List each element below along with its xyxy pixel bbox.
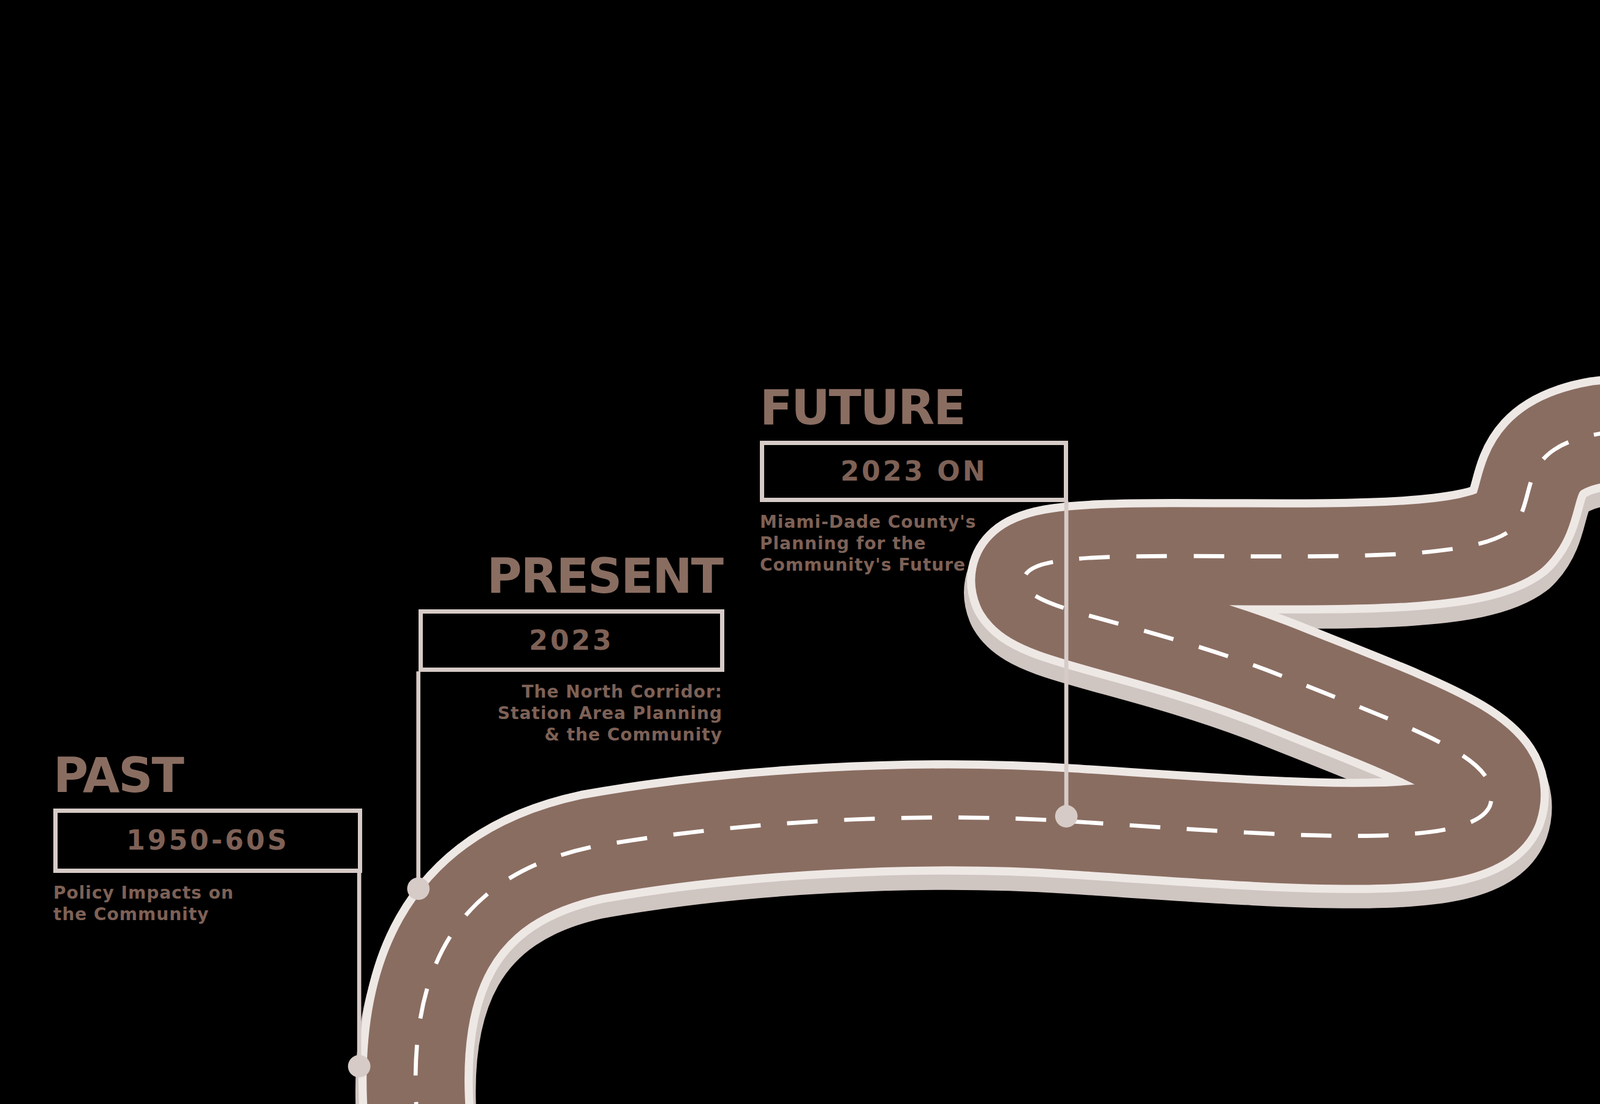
description-text: Miami-Dade County's Planning for the Com…: [759, 511, 993, 576]
road-surface: [415, 426, 1600, 1104]
milestone-box: PAST1950-60SPolicy Impacts on the Commun…: [53, 808, 363, 873]
year-text: 1950-60S: [113, 824, 302, 857]
heading-text: FUTURE: [759, 383, 966, 432]
leader-line: [357, 872, 362, 1061]
leader-line: [1064, 500, 1069, 811]
leader-line: [416, 671, 421, 884]
milestone-box: FUTURE2023 ONMiami-Dade County's Plannin…: [759, 440, 1069, 502]
year-text: 2023: [516, 624, 626, 657]
road-centerline: [415, 426, 1600, 1104]
heading-text: PRESENT: [487, 552, 723, 600]
heading-text: PAST: [53, 751, 184, 800]
milestone-box: PRESENT2023The North Corridor: Station A…: [418, 609, 725, 672]
year-text: 2023 ON: [827, 455, 1000, 488]
milestone-dot: [406, 876, 430, 900]
road-edge: [415, 426, 1600, 1104]
description-text: Policy Impacts on the Community: [53, 881, 274, 925]
milestone-dot: [1055, 804, 1078, 828]
description-text: The North Corridor: Station Area Plannin…: [495, 680, 723, 746]
milestone-dot: [348, 1054, 371, 1078]
